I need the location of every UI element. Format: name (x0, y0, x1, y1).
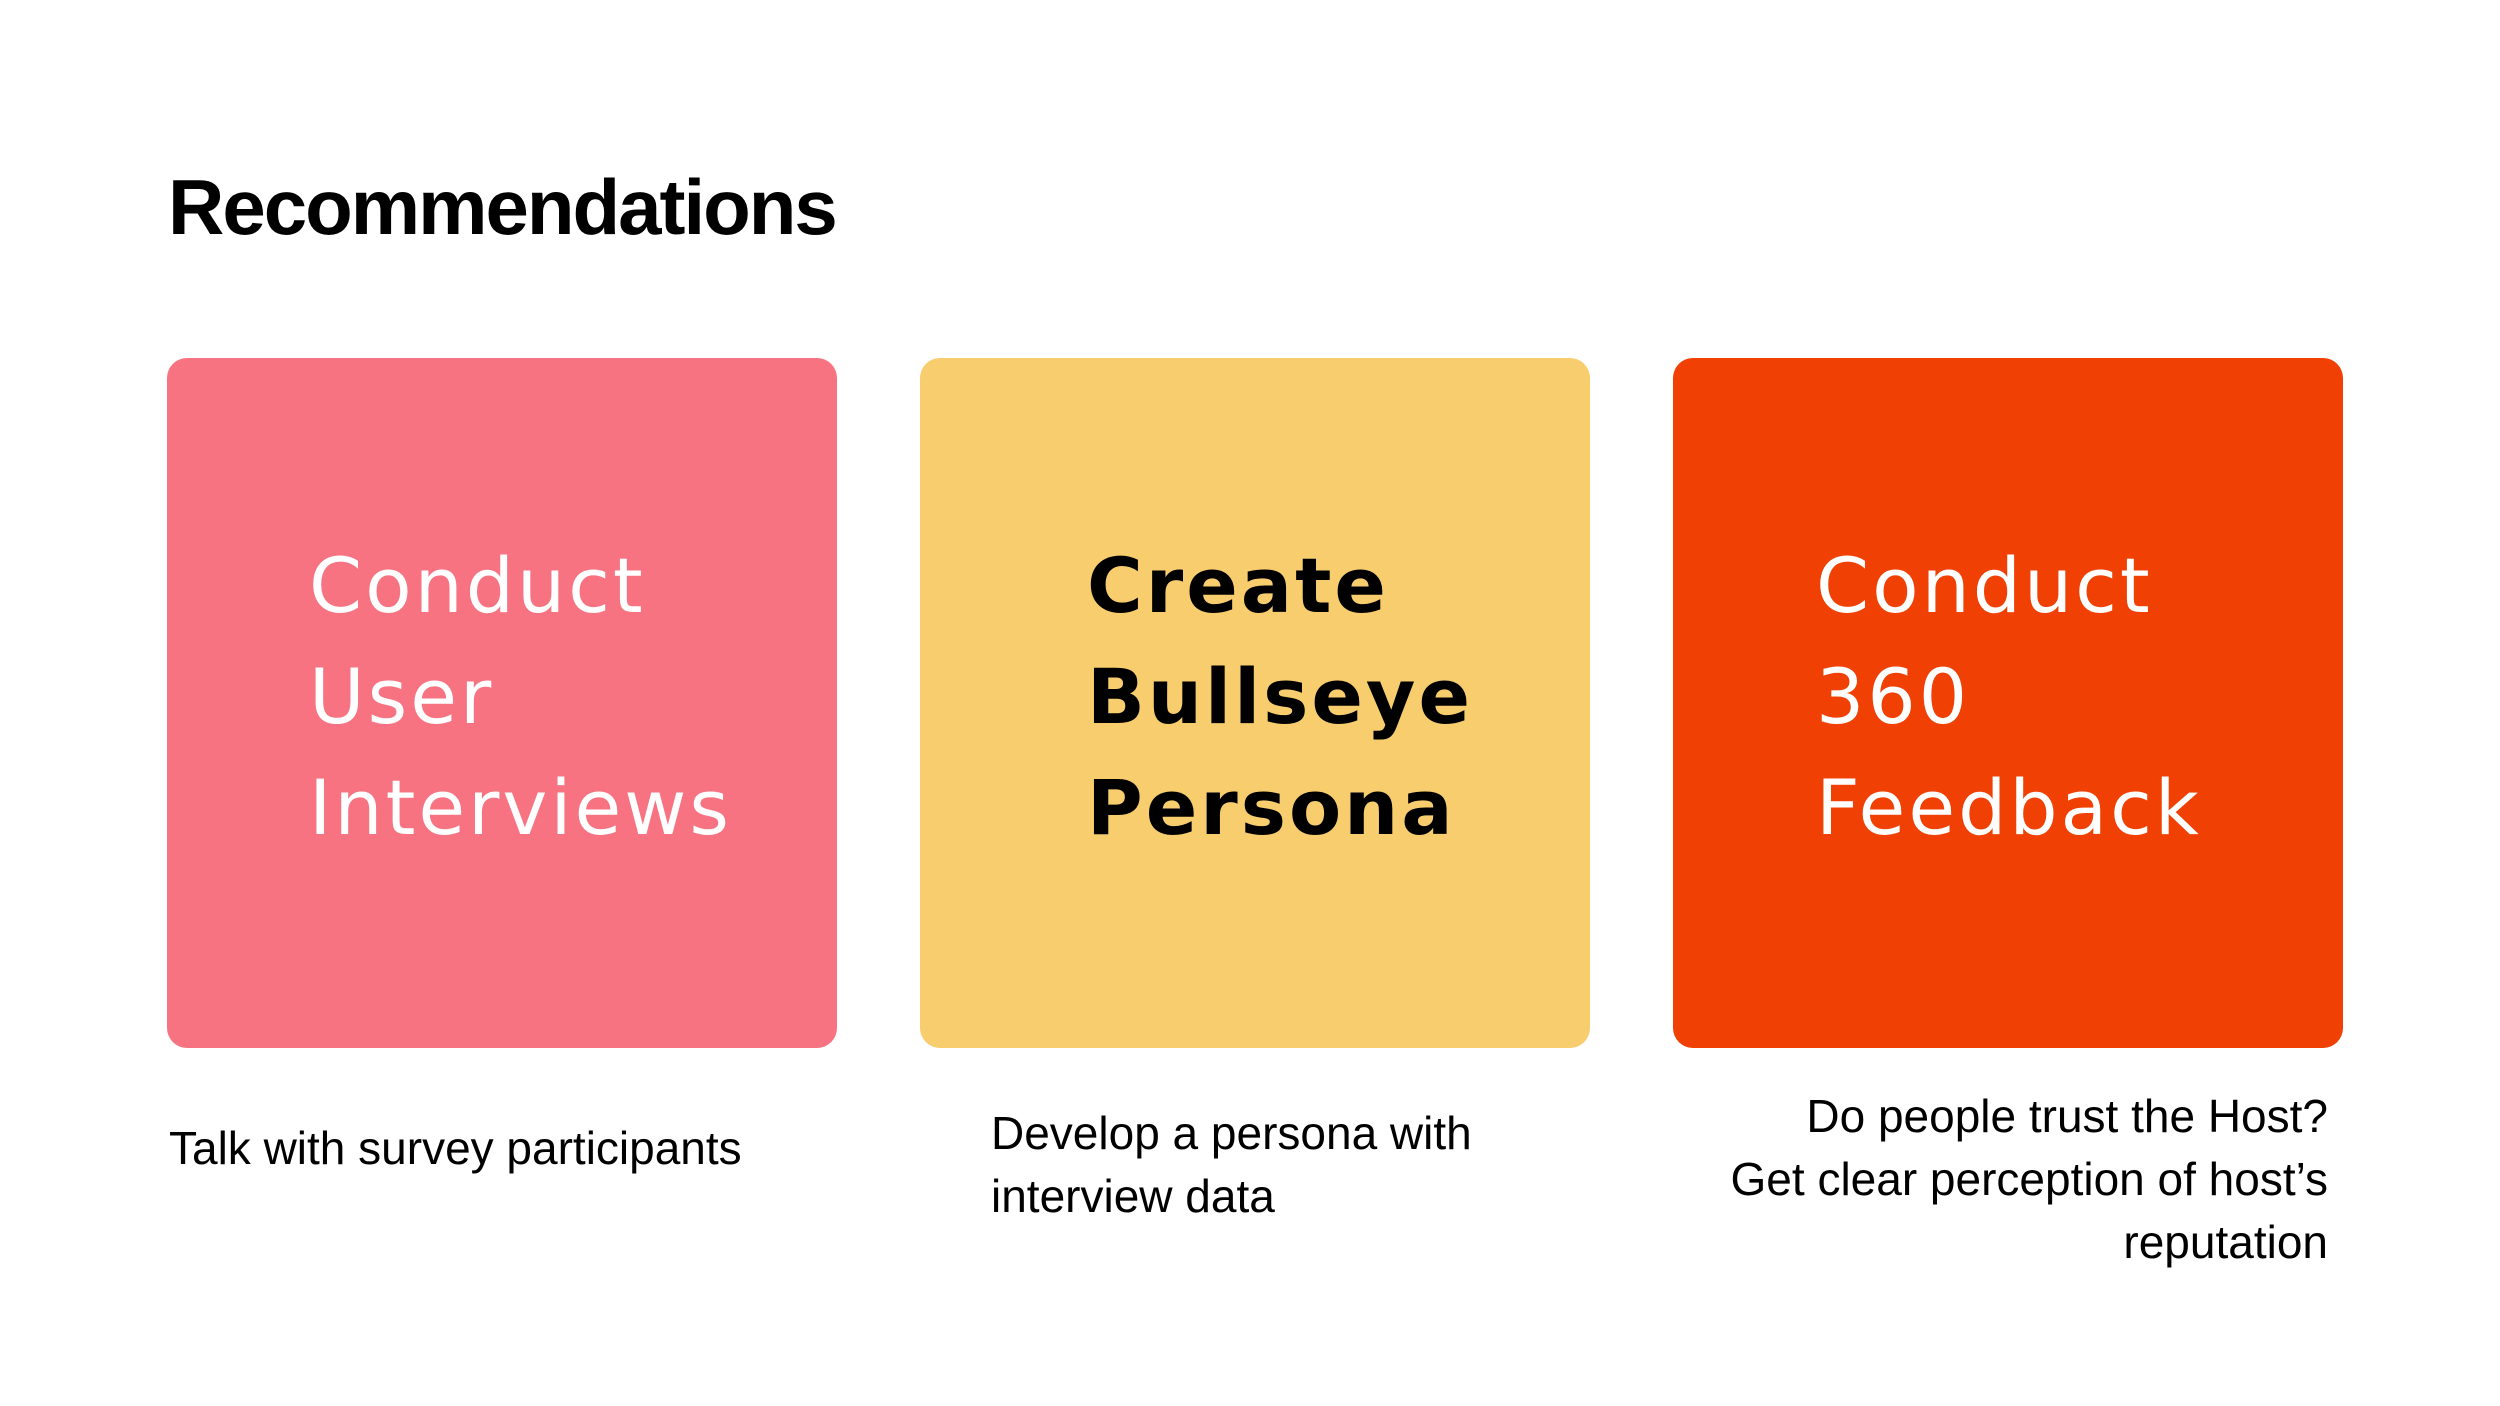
card-heading-line: Conduct (309, 541, 646, 630)
card-heading-line: Bullseye (1087, 652, 1474, 741)
card-description-line: Get clear perception of host’s (1730, 1153, 2328, 1205)
card-description-line: reputation (2123, 1216, 2328, 1268)
slide-title: Recommendations (168, 163, 838, 251)
card-heading: Conduct User Interviews (309, 530, 732, 863)
card-description: Talk with survey participants (169, 1117, 742, 1180)
card-heading-line: Conduct (1816, 541, 2153, 630)
card-description: Develop a persona with interview data (991, 1102, 1472, 1228)
card-heading-line: Create (1087, 541, 1389, 630)
card-heading-line: Interviews (309, 763, 732, 852)
card-create-bullseye-persona: Create Bullseye Persona (920, 358, 1590, 1048)
card-description-line: interview data (991, 1170, 1275, 1222)
card-heading: Create Bullseye Persona (1087, 530, 1473, 863)
card-description: Do people trust the Host? Get clear perc… (1731, 1085, 2328, 1274)
card-heading-line: Persona (1087, 763, 1456, 852)
card-heading-line: User (309, 652, 495, 741)
card-description-line: Develop a persona with (991, 1107, 1472, 1159)
card-conduct-user-interviews: Conduct User Interviews (167, 358, 837, 1048)
card-heading-line: Feedback (1816, 763, 2202, 852)
card-heading: Conduct 360 Feedback (1816, 530, 2202, 863)
card-description-line: Talk with survey participants (169, 1122, 742, 1174)
card-description-line: Do people trust the Host? (1806, 1090, 2328, 1142)
card-heading-line: 360 (1816, 652, 1971, 741)
card-conduct-360-feedback: Conduct 360 Feedback (1673, 358, 2343, 1048)
